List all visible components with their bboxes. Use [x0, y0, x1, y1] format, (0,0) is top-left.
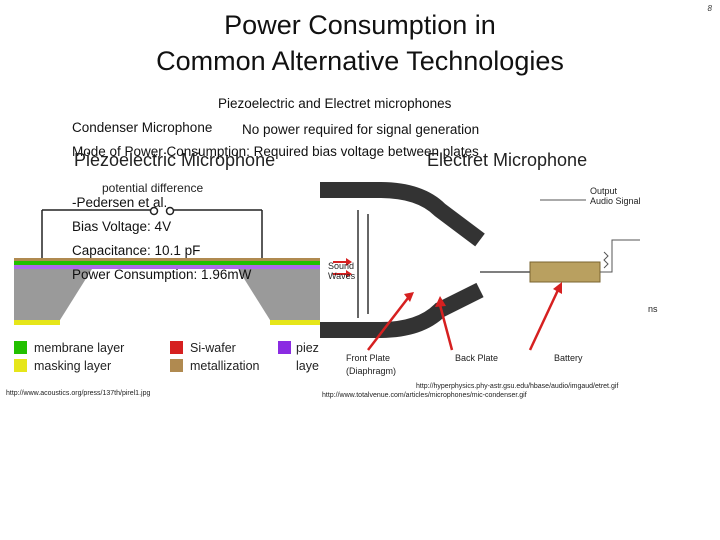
electret-source-url-1: http://hyperphysics.phy-astr.gsu.edu/hba…: [416, 383, 619, 390]
electret-mic-label: Electret Microphone: [427, 150, 588, 170]
bullet-heading: Piezoelectric and Electret microphones: [218, 96, 452, 111]
piezo-source-url: http://www.acoustics.org/press/137th/pir…: [6, 390, 151, 397]
legend-swatch-masking: [14, 359, 27, 372]
condenser-label: Condenser Microphone: [72, 120, 213, 135]
legend-label-si-wafer: Si-wafer: [190, 341, 236, 355]
masking-layer-left: [14, 320, 60, 325]
waves-label: Waves: [328, 271, 356, 281]
piezo-terminal-right: [165, 206, 175, 216]
pointer-front-plate: [367, 297, 409, 351]
battery-shape: [529, 261, 601, 283]
housing-bottom-tube: [320, 282, 484, 338]
si-wafer-left: [14, 269, 92, 320]
legend-label-masking: masking layer: [34, 359, 112, 373]
mode-text: Mode of Power Consumption: Required bias…: [72, 144, 479, 159]
legend-swatch-si-wafer: [170, 341, 183, 354]
diaphragm-label: (Diaphragm): [346, 366, 397, 376]
housing-top-tube: [320, 182, 485, 247]
legend-label-membrane: membrane layer: [34, 341, 125, 355]
pointer-battery: [528, 289, 560, 351]
potential-difference-label: potential difference: [102, 181, 204, 195]
back-plate-label: Back Plate: [455, 353, 499, 363]
sound-label: Sound: [328, 261, 355, 271]
legend-label-metallization: metallization: [190, 359, 260, 373]
piezo-terminal-left: [149, 206, 159, 216]
pointer-back-plate: [438, 304, 454, 351]
legend-swatch-membrane: [14, 341, 27, 354]
power-consumption-text: Power Consumption: 1.96mW: [72, 267, 252, 282]
battery-label: Battery: [554, 353, 583, 363]
sound-arrow-2-head: [346, 270, 352, 278]
slide-title-line-2: Common Alternative Technologies: [156, 46, 564, 76]
audio-signal-label: Audio Signal: [590, 196, 641, 206]
pointer-front-plate-head: [404, 292, 414, 302]
piezo-layer: [14, 265, 320, 269]
page-number: 8: [707, 4, 712, 13]
membrane-layer: [14, 261, 320, 265]
pedersen-text: -Pedersen et al.: [72, 195, 168, 210]
legend-swatch-metallization: [170, 359, 183, 372]
no-power-text: No power required for signal generation: [242, 122, 480, 137]
capacitance-text: Capacitance: 10.1 pF: [72, 243, 201, 258]
output-label: Output: [590, 186, 618, 196]
si-wafer-right: [238, 269, 320, 320]
bias-voltage-text: Bias Voltage: 4V: [72, 219, 172, 234]
masking-layer-right: [270, 320, 320, 325]
front-plate-label: Front Plate: [346, 353, 391, 363]
legend-label-layer: laye: [296, 359, 319, 373]
output-wire: [600, 239, 640, 273]
resistor-symbol: [603, 251, 609, 269]
electret-source-url-2: http://www.totalvenue.com/articles/micro…: [322, 392, 527, 399]
sound-arrow-1-head: [346, 258, 352, 266]
legend-swatch-piezo: [278, 341, 291, 354]
piezo-mic-label: Piezoelectric Microphone: [74, 150, 276, 170]
metallization-layer: [14, 258, 320, 261]
ns-label: ns: [648, 304, 658, 314]
pointer-battery-head: [553, 282, 562, 294]
slide-title-line-1: Power Consumption in: [224, 10, 496, 40]
pointer-back-plate-head: [435, 296, 446, 307]
legend-label-piezo: piez: [296, 341, 319, 355]
